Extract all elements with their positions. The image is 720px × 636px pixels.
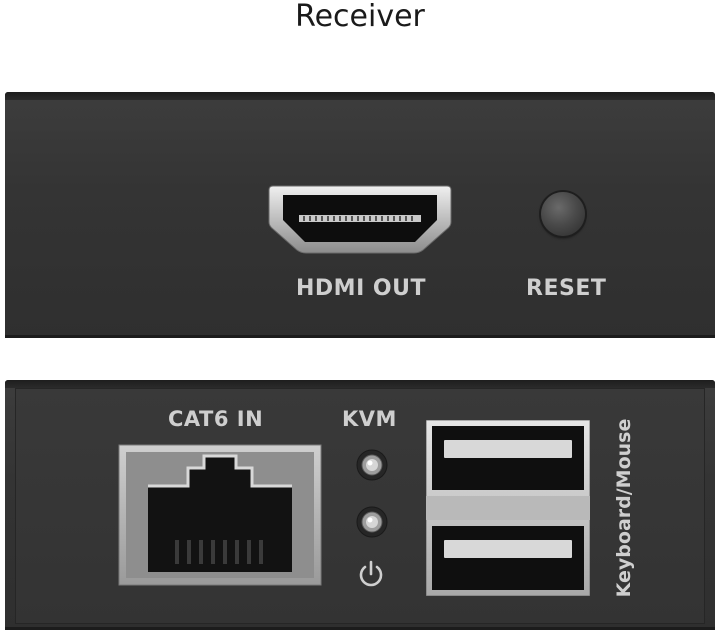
hdmi-port-icon[interactable] <box>265 182 455 256</box>
hdmi-out-label: HDMI OUT <box>296 276 426 301</box>
rj45-port-icon[interactable] <box>118 444 322 586</box>
kvm-label: KVM <box>342 407 397 431</box>
usb-port-icon[interactable] <box>426 420 590 596</box>
device-title: Receiver <box>295 0 425 34</box>
cat6-in-label: CAT6 IN <box>168 407 264 431</box>
reset-label: RESET <box>526 276 607 301</box>
keyboard-mouse-label: Keyboard/Mouse <box>613 418 635 598</box>
reset-button[interactable] <box>541 192 585 236</box>
led-icon <box>356 506 388 538</box>
led-icon <box>356 449 388 481</box>
power-icon <box>359 560 383 587</box>
